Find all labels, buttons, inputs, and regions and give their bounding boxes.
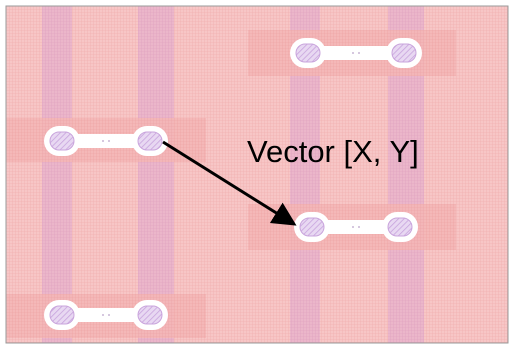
connector-dot <box>108 314 110 316</box>
connector-bar <box>308 46 404 60</box>
connector-bar <box>62 308 150 322</box>
dumbbell-connector <box>44 300 168 330</box>
pad-contact <box>391 43 417 63</box>
dumbbell-connector <box>290 38 422 68</box>
connector-dot <box>352 226 354 228</box>
connector-dot <box>352 52 354 54</box>
vector-arrow-icon <box>162 140 297 226</box>
connector-dot <box>102 140 104 142</box>
connector-bar <box>62 134 150 148</box>
pad-contact <box>299 217 325 237</box>
pad-contact <box>137 305 163 325</box>
pad-contact <box>137 131 163 151</box>
pad-contact <box>49 305 75 325</box>
connector-dot <box>108 140 110 142</box>
connector-dot <box>358 52 360 54</box>
diagram-border <box>5 5 509 344</box>
connector-bar <box>312 220 400 234</box>
pad-contact <box>295 43 321 63</box>
vertical-band <box>42 6 72 343</box>
dumbbell-connector <box>294 212 418 242</box>
dumbbell-connector <box>44 126 168 156</box>
connector-dot <box>102 314 104 316</box>
vector-label: Vector [X, Y] <box>247 134 419 169</box>
pad-contact <box>49 131 75 151</box>
pad-contact <box>387 217 413 237</box>
connector-dot <box>358 226 360 228</box>
vertical-band <box>138 6 174 343</box>
